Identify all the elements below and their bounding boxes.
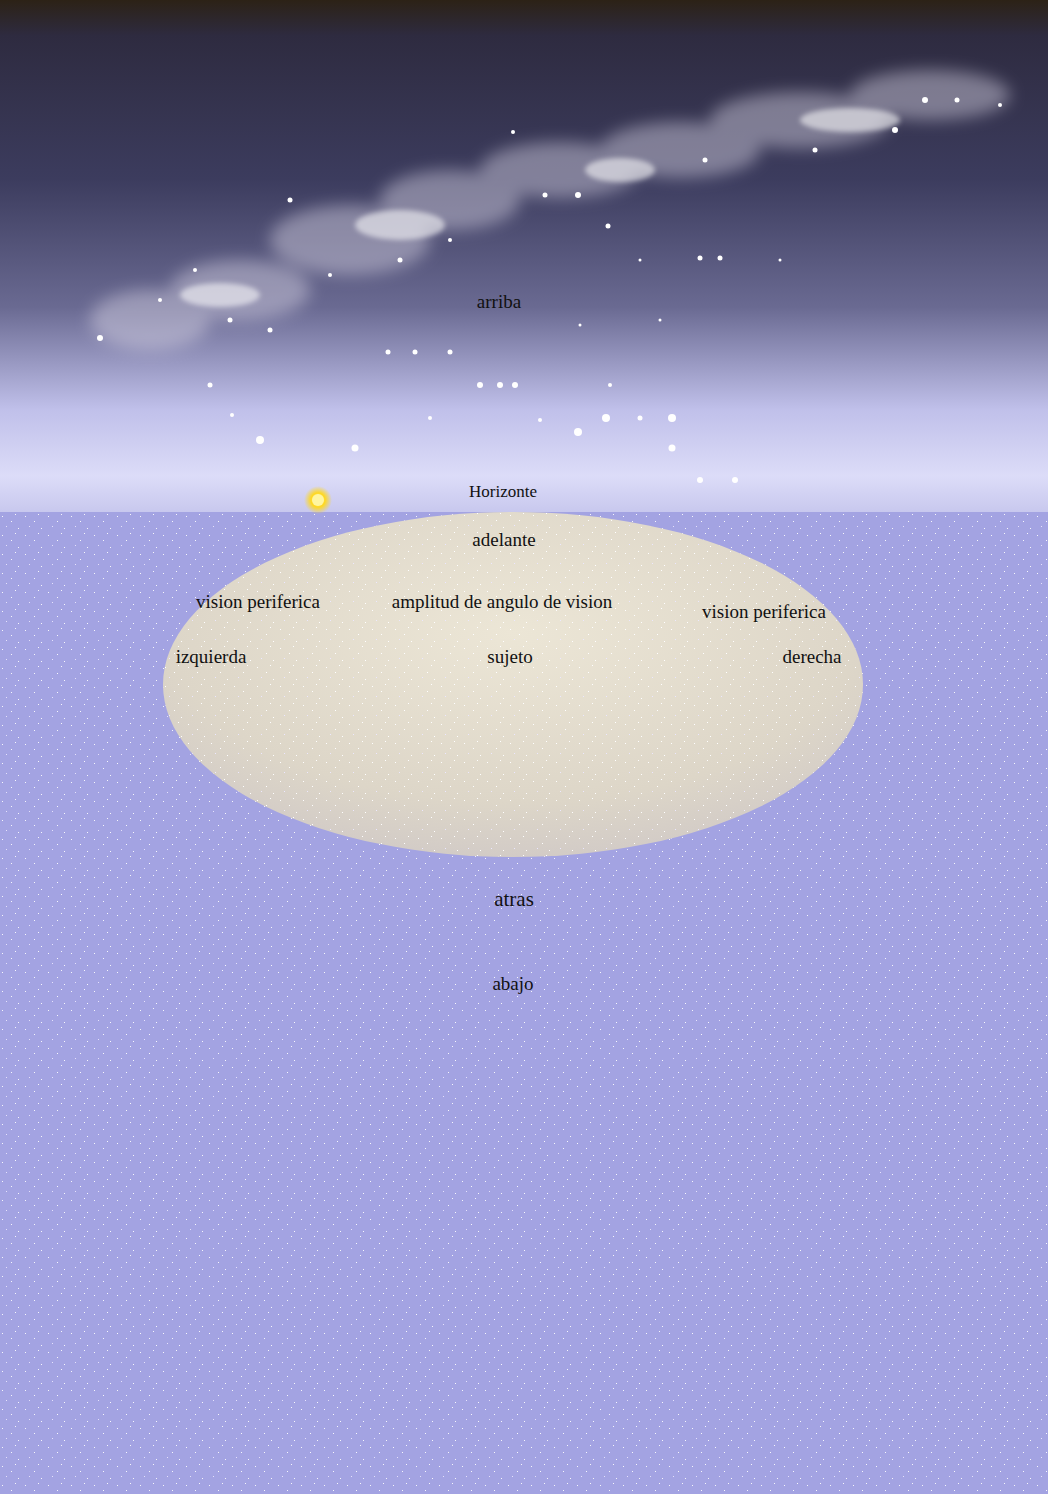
direction-label: vision periferica [702, 602, 826, 623]
direction-label: derecha [782, 647, 841, 668]
direction-label: abajo [492, 974, 533, 995]
direction-label: Horizonte [469, 483, 537, 502]
direction-label: atras [494, 888, 534, 911]
direction-label: adelante [472, 530, 535, 551]
direction-label: amplitud de angulo de vision [392, 592, 613, 613]
ellipse-outline [163, 512, 863, 857]
direction-label: vision periferica [196, 592, 320, 613]
vision-field-ellipse: adelante vision periferica amplitud de ang… [163, 512, 863, 857]
subject-label: sujeto [487, 647, 532, 668]
direction-label: arriba [477, 292, 521, 313]
direction-label: izquierda [176, 647, 247, 668]
